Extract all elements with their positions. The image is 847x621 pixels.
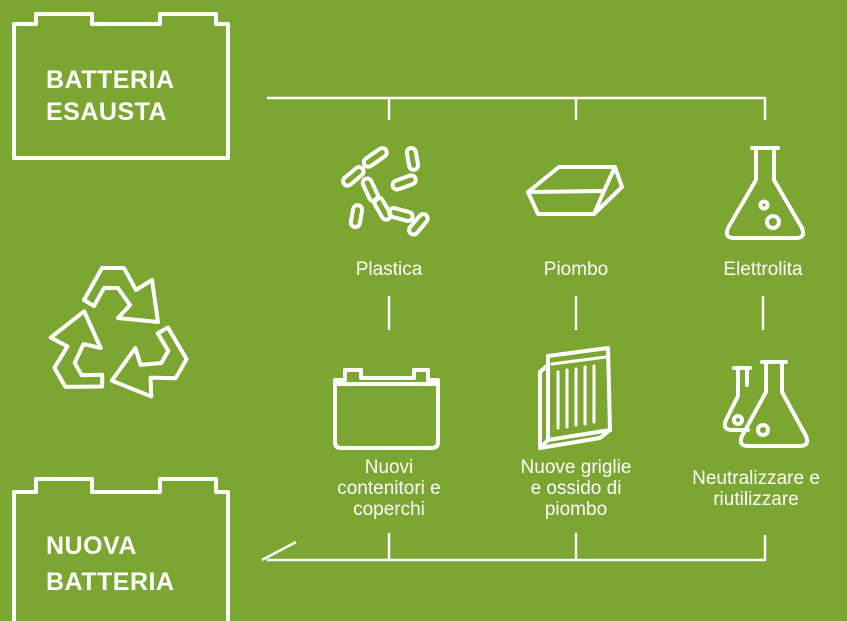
recycle-icon: [48, 266, 189, 399]
exhausted-battery-title: BATTERIA ESAUSTA: [46, 64, 175, 128]
product-label-neutralize: Neutralizzare e riutilizzare: [670, 468, 842, 510]
lead-ingot-icon: [526, 165, 624, 216]
new-battery-title-line1: NUOVA: [46, 532, 137, 560]
product-label-containers-line3: coperchi: [353, 499, 425, 520]
product-label-grids-line2: e ossido di: [530, 478, 622, 499]
flask-icon: [724, 146, 806, 240]
new-battery-title: NUOVA BATTERIA: [46, 530, 175, 598]
product-label-containers-line2: contenitori e: [337, 478, 441, 499]
exhausted-battery-title-line1: BATTERIA: [46, 66, 175, 94]
product-label-containers: Nuovi contenitori e coperchi: [304, 457, 474, 520]
plastic-pellets-icon: [341, 146, 430, 237]
connector-lines: [261, 96, 767, 562]
new-battery-outline: [12, 477, 230, 621]
new-battery-title-line2: BATTERIA: [46, 568, 175, 596]
material-label-piombo: Piombo: [543, 259, 609, 280]
material-label-plastica: Plastica: [355, 259, 423, 280]
exhausted-battery-title-line2: ESAUSTA: [46, 98, 168, 126]
lead-grid-icon: [538, 346, 612, 450]
material-label-elettrolita: Elettrolita: [723, 259, 803, 280]
product-label-neutralize-line2: riutilizzare: [713, 489, 799, 510]
lab-glassware-icon: [722, 360, 810, 448]
product-label-containers-line1: Nuovi: [364, 457, 414, 478]
product-label-grids: Nuove griglie e ossido di piombo: [491, 457, 661, 520]
battery-case-icon: [333, 368, 440, 450]
product-label-grids-line1: Nuove griglie: [520, 457, 632, 478]
exhausted-battery-outline: [12, 12, 230, 160]
product-label-neutralize-line1: Neutralizzare e: [692, 468, 820, 489]
product-label-grids-line3: piombo: [544, 499, 608, 520]
